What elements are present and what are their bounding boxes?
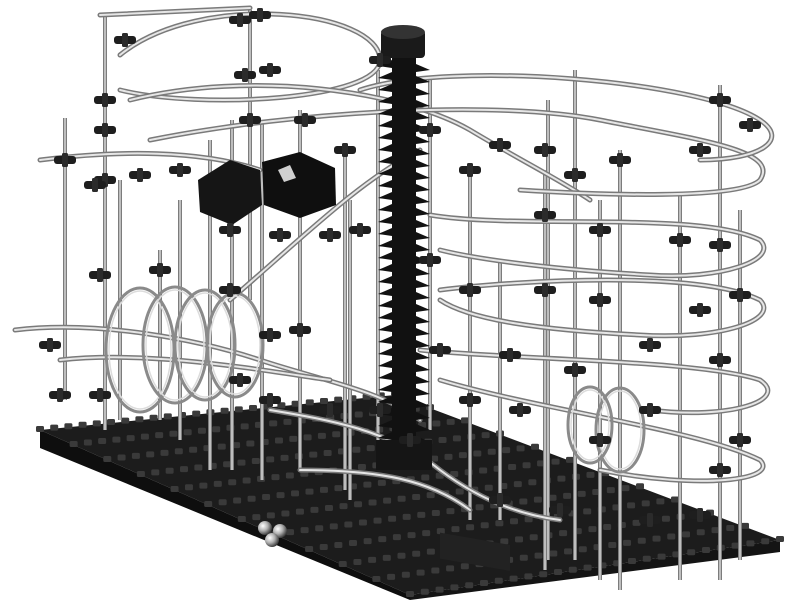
battery-box [440,532,510,571]
track-loop [173,288,237,402]
support-pole [248,10,252,300]
support-pole [573,70,577,560]
rail-inner [429,214,765,277]
rail-connectors [39,8,761,527]
support-pole [376,70,380,450]
rail-inner [269,409,561,521]
track-loop-inner [177,292,233,398]
support-pole [618,150,622,590]
rail-inner [99,7,251,16]
funnel-block-right [262,152,336,218]
track-loop [104,286,176,414]
funnel-blocks [198,152,336,225]
support-pole [208,140,212,470]
support-pole [678,195,682,580]
track-loop-inner [145,289,205,401]
support-pole [468,175,472,520]
marble [265,533,279,547]
marble [258,521,272,535]
steel-marbles [258,521,287,547]
support-pole [498,260,502,520]
rail-inner [129,84,591,201]
rail-inner [149,108,764,196]
support-pole [298,110,302,470]
support-pole [738,210,742,560]
base-plate [36,391,784,600]
track-loop [594,386,646,474]
rail-inner [439,279,765,337]
rail-inner [439,379,764,482]
marble [273,524,287,538]
track-loop-inner [598,390,642,470]
support-pole [343,145,347,490]
track-loop-inner [570,389,610,461]
rail-inner [14,326,421,421]
support-pole [543,170,547,570]
support-pole [260,120,264,480]
track-loop-inner [209,295,261,395]
track-loop [566,385,614,465]
support-pole [178,200,182,440]
lift-screw-teeth [378,60,430,444]
support-pole [103,15,107,430]
support-pole [348,200,352,500]
funnel-block-left [198,160,262,225]
support-pole [63,118,67,400]
lift-tower [376,25,510,571]
rail-inner [299,469,471,511]
track-loop-inner [108,290,172,410]
